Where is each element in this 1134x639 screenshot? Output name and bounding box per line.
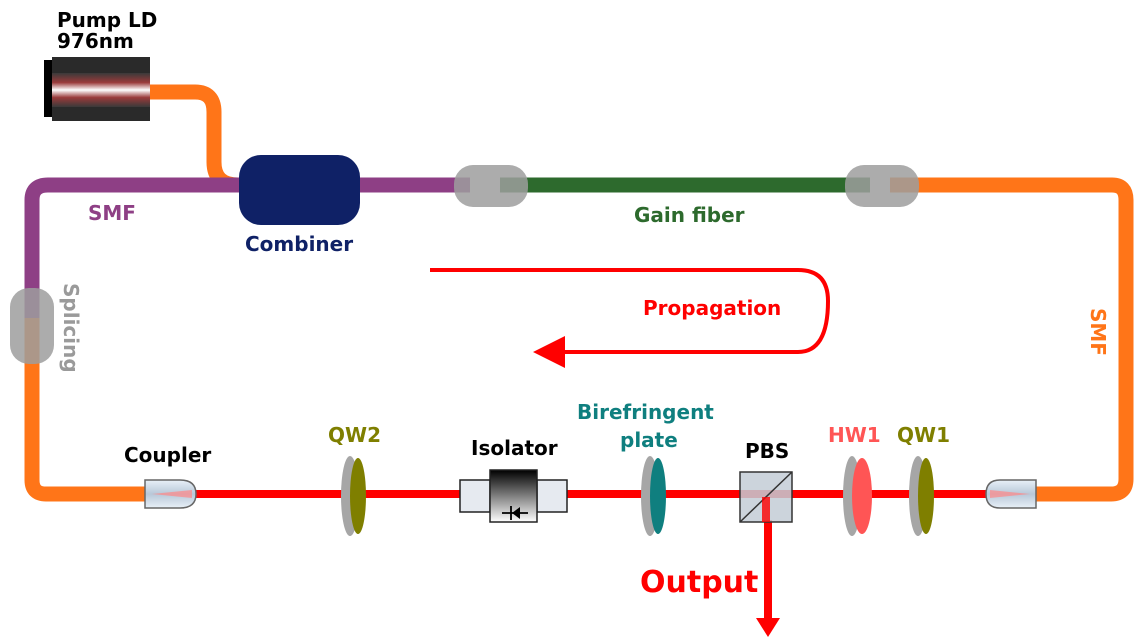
gain-fiber-label: Gain fiber — [634, 203, 745, 227]
smf-right-fiber — [890, 177, 1134, 502]
pbs-label: PBS — [745, 439, 789, 463]
coupler-right — [985, 479, 1037, 509]
hw1-waveplate — [843, 456, 872, 536]
smf-left-label: SMF — [88, 201, 136, 225]
smf-right-label: SMF — [1086, 308, 1110, 356]
pump-laser-diode — [44, 57, 150, 121]
qw1-waveplate — [909, 456, 934, 536]
pump-wavelength-label: 976nm — [57, 29, 134, 53]
qw2-label: QW2 — [328, 423, 381, 447]
pump-fiber — [140, 84, 246, 193]
splicing-label: Splicing — [59, 283, 83, 373]
combiner — [239, 155, 360, 225]
output-beam-arrow — [756, 520, 780, 637]
isolator-label: Isolator — [471, 436, 558, 460]
plate-label: plate — [620, 428, 678, 452]
birefringent-plate — [641, 456, 666, 536]
output-label: Output — [640, 565, 758, 600]
smf-left-purple-fiber — [24, 177, 470, 318]
pump-ld-label: Pump LD — [57, 8, 157, 32]
pbs-cube — [739, 471, 793, 523]
birefringent-label: Birefringent — [577, 400, 714, 424]
isolator — [459, 469, 568, 523]
splice-top-left — [454, 165, 528, 207]
splice-top-right — [845, 165, 919, 207]
propagation-label: Propagation — [643, 296, 781, 320]
qw1-label: QW1 — [897, 423, 950, 447]
combiner-label: Combiner — [245, 232, 353, 256]
splice-left — [10, 288, 54, 364]
propagation-arrow — [430, 268, 831, 368]
coupler-left — [144, 479, 197, 509]
qw2-waveplate — [341, 456, 366, 536]
hw1-label: HW1 — [828, 423, 881, 447]
coupler-label: Coupler — [124, 443, 211, 467]
smf-left-orange-fiber — [24, 318, 145, 502]
